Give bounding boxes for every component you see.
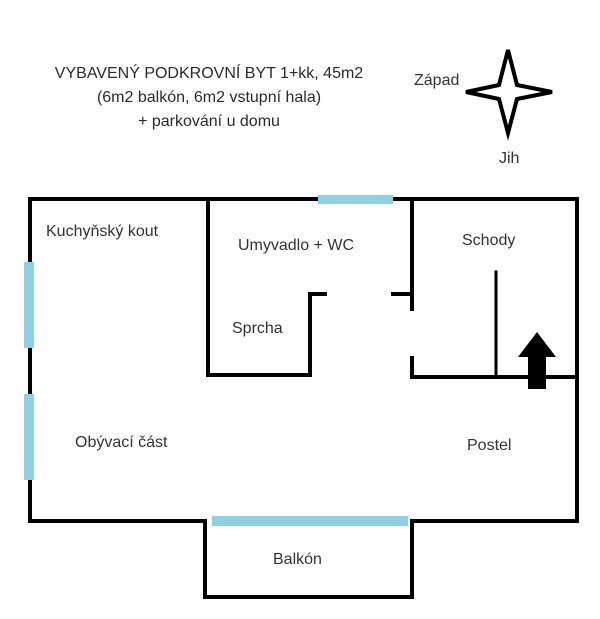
windows xyxy=(24,195,408,526)
shower-wall xyxy=(206,292,327,377)
compass-west-label: Západ xyxy=(414,72,460,89)
title-line-1: VYBAVENÝ PODKROVNÍ BYT 1+kk, 45m2 xyxy=(54,65,364,82)
room-label-stairs: Schody xyxy=(462,232,516,249)
room-label-bathroom: Umyvadlo + WC xyxy=(238,237,355,254)
room-label-balcony: Balkón xyxy=(273,551,322,568)
room-label-kitchen: Kuchyňský kout xyxy=(46,223,159,240)
balcony-wall xyxy=(203,519,414,599)
walls xyxy=(28,197,579,599)
title-line-2: (6m2 balkón, 6m2 vstupní hala) xyxy=(96,89,322,106)
window-left-upper xyxy=(24,262,34,348)
compass-star-icon xyxy=(465,49,553,141)
window-left-lower xyxy=(24,394,34,480)
room-label-living: Obývací část xyxy=(75,434,168,451)
compass-south-label: Jih xyxy=(499,150,520,167)
window-top xyxy=(318,195,393,204)
title-line-3: + parkování u domu xyxy=(138,113,280,130)
outer-wall-left xyxy=(28,197,207,523)
entrance-arrow-icon xyxy=(518,332,556,389)
listing-title: VYBAVENÝ PODKROVNÍ BYT 1+kk, 45m2 (6m2 b… xyxy=(0,62,418,134)
room-label-shower: Sprcha xyxy=(232,320,283,337)
outer-wall xyxy=(28,197,579,523)
room-label-bed: Postel xyxy=(467,437,512,454)
window-balcony xyxy=(212,516,408,526)
